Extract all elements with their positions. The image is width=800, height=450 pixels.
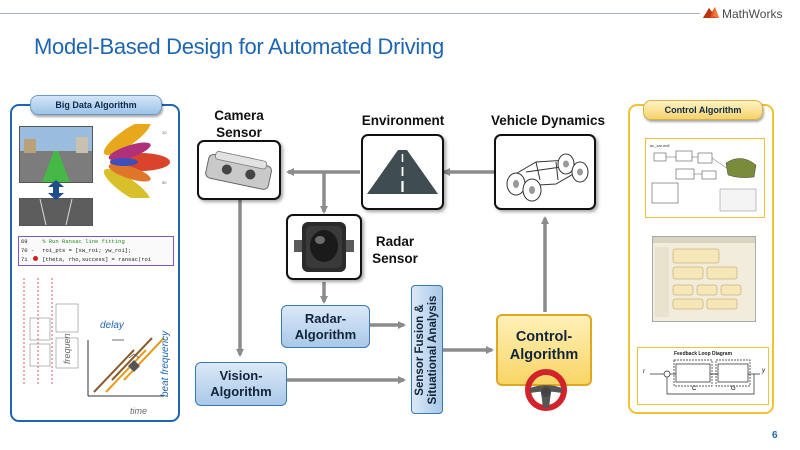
code-line-69: 69 % Run Ransac line fitting: [19, 237, 173, 246]
logo-text: MathWorks: [722, 7, 783, 21]
sensor-fusion-block[interactable]: Sensor Fusion & Situational Analysis: [411, 285, 443, 414]
camera-frame-image: [19, 126, 93, 183]
feedback-loop-icon: [650, 359, 760, 395]
mathworks-membrane-icon: [703, 7, 719, 18]
delay-label: delay: [100, 320, 124, 331]
sensor-fusion-label: Sensor Fusion & Situational Analysis: [414, 295, 439, 404]
birdseye-frame-image: [19, 198, 93, 226]
radar-sensor-box[interactable]: [286, 214, 362, 280]
line-number: 69: [21, 238, 28, 245]
time-axis-label: time: [130, 406, 148, 416]
controller-symbol: C: [692, 386, 697, 392]
breakpoint-icon[interactable]: [32, 256, 38, 261]
radar-sensor-icon: [294, 222, 354, 272]
slide-title: Model-Based Design for Automated Driving: [34, 34, 444, 59]
radar-beam-pattern-icon: 10 90: [103, 124, 170, 198]
environment-box[interactable]: [361, 134, 444, 210]
stateflow-thumbnail: [652, 236, 756, 322]
svg-text:10: 10: [162, 130, 167, 135]
steering-wheel-icon: [525, 369, 567, 411]
camera-sensor-label: Camera Sensor: [214, 108, 264, 140]
line-marker: -: [30, 247, 35, 254]
line-number: 71: [21, 256, 28, 263]
vehicle-dynamics-box[interactable]: [494, 134, 596, 210]
stateflow-chart-icon: [653, 237, 755, 317]
frequency-axis-label: frequen: [62, 333, 72, 364]
svg-text:ac_car.mdl: ac_car.mdl: [650, 143, 669, 148]
plant-symbol: G: [731, 386, 736, 392]
page-number: 6: [772, 430, 778, 441]
reference-symbol: r: [643, 369, 645, 375]
road-scene-icon: [20, 127, 92, 182]
radar-algorithm-block[interactable]: Radar- Algorithm: [281, 305, 370, 348]
mathworks-logo: MathWorks: [702, 3, 794, 25]
vehicle-dynamics-label: Vehicle Dynamics: [490, 113, 606, 128]
camera-sensor-box[interactable]: [197, 140, 281, 200]
code-line-71: 71 [theta, rho,success] = ransac(roi: [19, 255, 173, 264]
feedback-loop-diagram: Feedback Loop Diagram r y C G: [637, 347, 769, 405]
feedback-diagram-title: Feedback Loop Diagram: [673, 351, 733, 357]
vehicle-chassis-icon: [506, 153, 589, 202]
header-divider: [0, 13, 700, 14]
svg-text:90: 90: [162, 180, 167, 185]
lane-lines-icon: [39, 198, 73, 226]
radar-sensor-label: Radar Sensor: [372, 234, 418, 266]
code-comment: % Run Ransac line fitting: [42, 238, 125, 245]
double-arrow-icon: [48, 180, 64, 200]
code-line-70: 70 - roi_pts = [xw_roi; yw_roi];: [19, 246, 173, 255]
code-text: roi_pts = [xw_roi; yw_roi];: [42, 247, 132, 254]
road-icon: [367, 150, 438, 194]
beat-frequency-label: beat frequency: [160, 330, 171, 397]
control-algorithm-label: Control Algorithm: [643, 100, 763, 120]
code-snippet: 69 % Run Ransac line fitting 70 - roi_pt…: [18, 236, 174, 266]
simulink-model-thumbnail: ac_car.mdl: [645, 138, 765, 218]
line-number: 70: [21, 247, 28, 254]
big-data-algorithm-label: Big Data Algorithm: [30, 95, 162, 115]
output-symbol: y: [762, 368, 765, 374]
environment-label: Environment: [361, 113, 445, 128]
camera-sensor-icon: [205, 151, 272, 190]
radar-chirp-plot: [23, 278, 165, 397]
code-text: [theta, rho,success] = ransac(roi: [42, 256, 152, 263]
simulink-block-diagram-icon: ac_car.mdl: [650, 143, 757, 212]
vision-algorithm-block[interactable]: Vision- Algorithm: [195, 362, 287, 406]
